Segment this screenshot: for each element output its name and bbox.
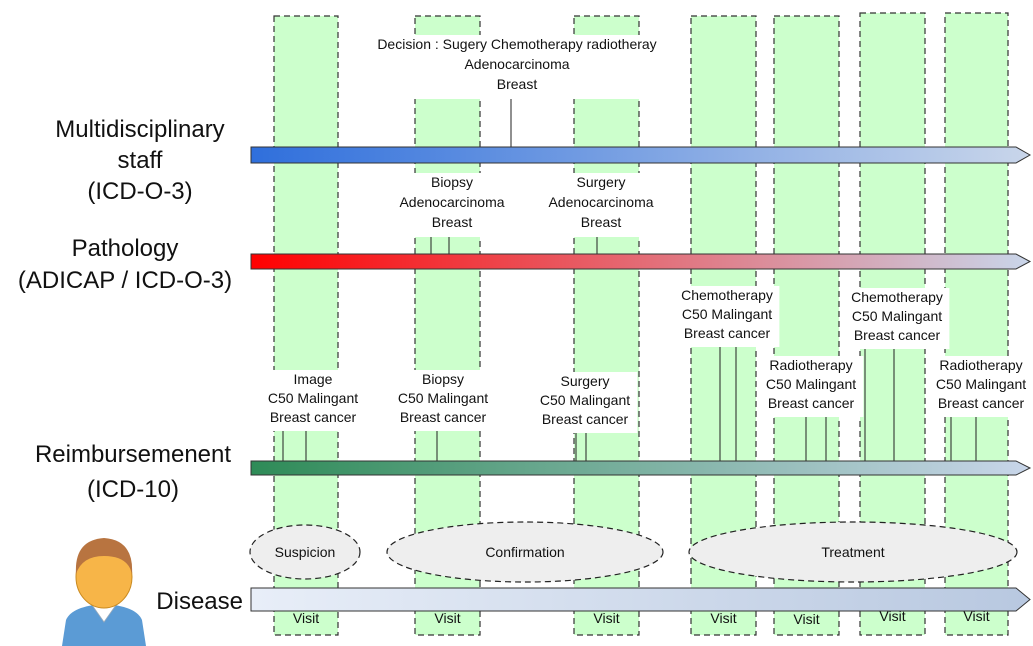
phase-ellipse [688, 521, 1018, 583]
event-label-line: C50 Malingant [852, 308, 942, 324]
mdt-decision-event: Decision : Sugery Chemotherapy radiother… [354, 35, 680, 99]
row-label-reimb: (ICD-10) [87, 476, 179, 503]
event-label-bg [674, 286, 780, 347]
event-label-bg [390, 370, 496, 431]
event-label-bg [544, 173, 658, 237]
row-label-reimb: Reimbursemenent [35, 441, 231, 468]
event-label-bg [928, 356, 1033, 417]
event-label-line: Breast cancer [938, 395, 1025, 411]
event-label-bg [844, 288, 950, 349]
event-label-line: Breast [497, 76, 538, 92]
visit-label: Visit [793, 611, 819, 627]
phase-ellipse [249, 524, 361, 580]
event-label-line: Breast [432, 214, 473, 230]
visit-label: Visit [963, 608, 989, 624]
event-label-line: Surgery [576, 174, 625, 190]
row-label-pathology: (ADICAP / ICD-O-3) [18, 267, 232, 294]
event-labels: Decision : Sugery Chemotherapy radiother… [260, 35, 1033, 433]
visit-label: Visit [434, 610, 460, 626]
visit-label: Visit [710, 610, 736, 626]
event-label-line: Biopsy [431, 174, 473, 190]
event-label-line: Breast cancer [768, 395, 855, 411]
visit-label: Visit [293, 610, 319, 626]
event-label-line: C50 Malingant [682, 306, 772, 322]
event-label-line: Breast cancer [270, 409, 357, 425]
event-label-line: Image [294, 371, 333, 387]
event-label-line: C50 Malingant [540, 392, 630, 408]
event-label-line: Breast cancer [400, 409, 487, 425]
event-label-bg [260, 370, 366, 431]
event-label-bg [354, 35, 680, 99]
event-label-bg [395, 173, 509, 237]
event-label-line: Adenocarcinoma [464, 56, 569, 72]
row-label-mdt: Multidisciplinary [55, 116, 224, 143]
event-label-bg [532, 372, 638, 433]
phase-label: Confirmation [485, 544, 564, 560]
event-label-line: Breast [581, 214, 622, 230]
event-label-line: Chemotherapy [681, 287, 773, 303]
row-label-mdt: (ICD-O-3) [87, 178, 192, 205]
timeline-arrow-reimb [250, 460, 1032, 476]
phase-ellipse [386, 521, 664, 583]
row-label-mdt: staff [118, 147, 163, 174]
avatar-hair [75, 538, 133, 574]
avatar-shirt [62, 604, 146, 646]
event-label-line: Breast cancer [542, 411, 629, 427]
row-label-pathology: Pathology [72, 235, 179, 262]
event-label-line: Adenocarcinoma [548, 194, 653, 210]
timeline-arrows [250, 146, 1032, 612]
event-label-line: Radiotherapy [769, 357, 852, 373]
visit-label: Visit [593, 610, 619, 626]
disease-phases: Suspicion Confirmation Treatment [249, 521, 1018, 583]
event-label-line: C50 Malingant [398, 390, 488, 406]
visit-label: Visit [879, 608, 905, 624]
phase-label: Suspicion [275, 544, 336, 560]
event-label-line: Surgery [560, 373, 609, 389]
event-label-line: Decision : Sugery Chemotherapy radiother… [377, 36, 656, 52]
event-connectors [282, 92, 977, 462]
event-label-line: C50 Malingant [936, 376, 1026, 392]
phase-label: Treatment [821, 544, 884, 560]
timeline-arrow-mdt [250, 146, 1032, 164]
event-label-line: C50 Malingant [766, 376, 856, 392]
row-label-disease: Disease [156, 588, 243, 615]
event-label-line: Radiotherapy [939, 357, 1022, 373]
event-label-line: Chemotherapy [851, 289, 943, 305]
event-label-line: Breast cancer [684, 325, 771, 341]
event-label-line: Adenocarcinoma [399, 194, 504, 210]
event-label-line: Breast cancer [854, 327, 941, 343]
event-label-line: C50 Malingant [268, 390, 358, 406]
event-label-line: Biopsy [422, 371, 464, 387]
timeline-arrow-pathology [250, 253, 1032, 270]
event-label-bg [758, 356, 864, 417]
row-labels: Multidisciplinary staff (ICD-O-3) Pathology… [18, 116, 243, 615]
timeline-arrow-disease [250, 587, 1031, 612]
patient-avatar-icon [62, 538, 146, 646]
